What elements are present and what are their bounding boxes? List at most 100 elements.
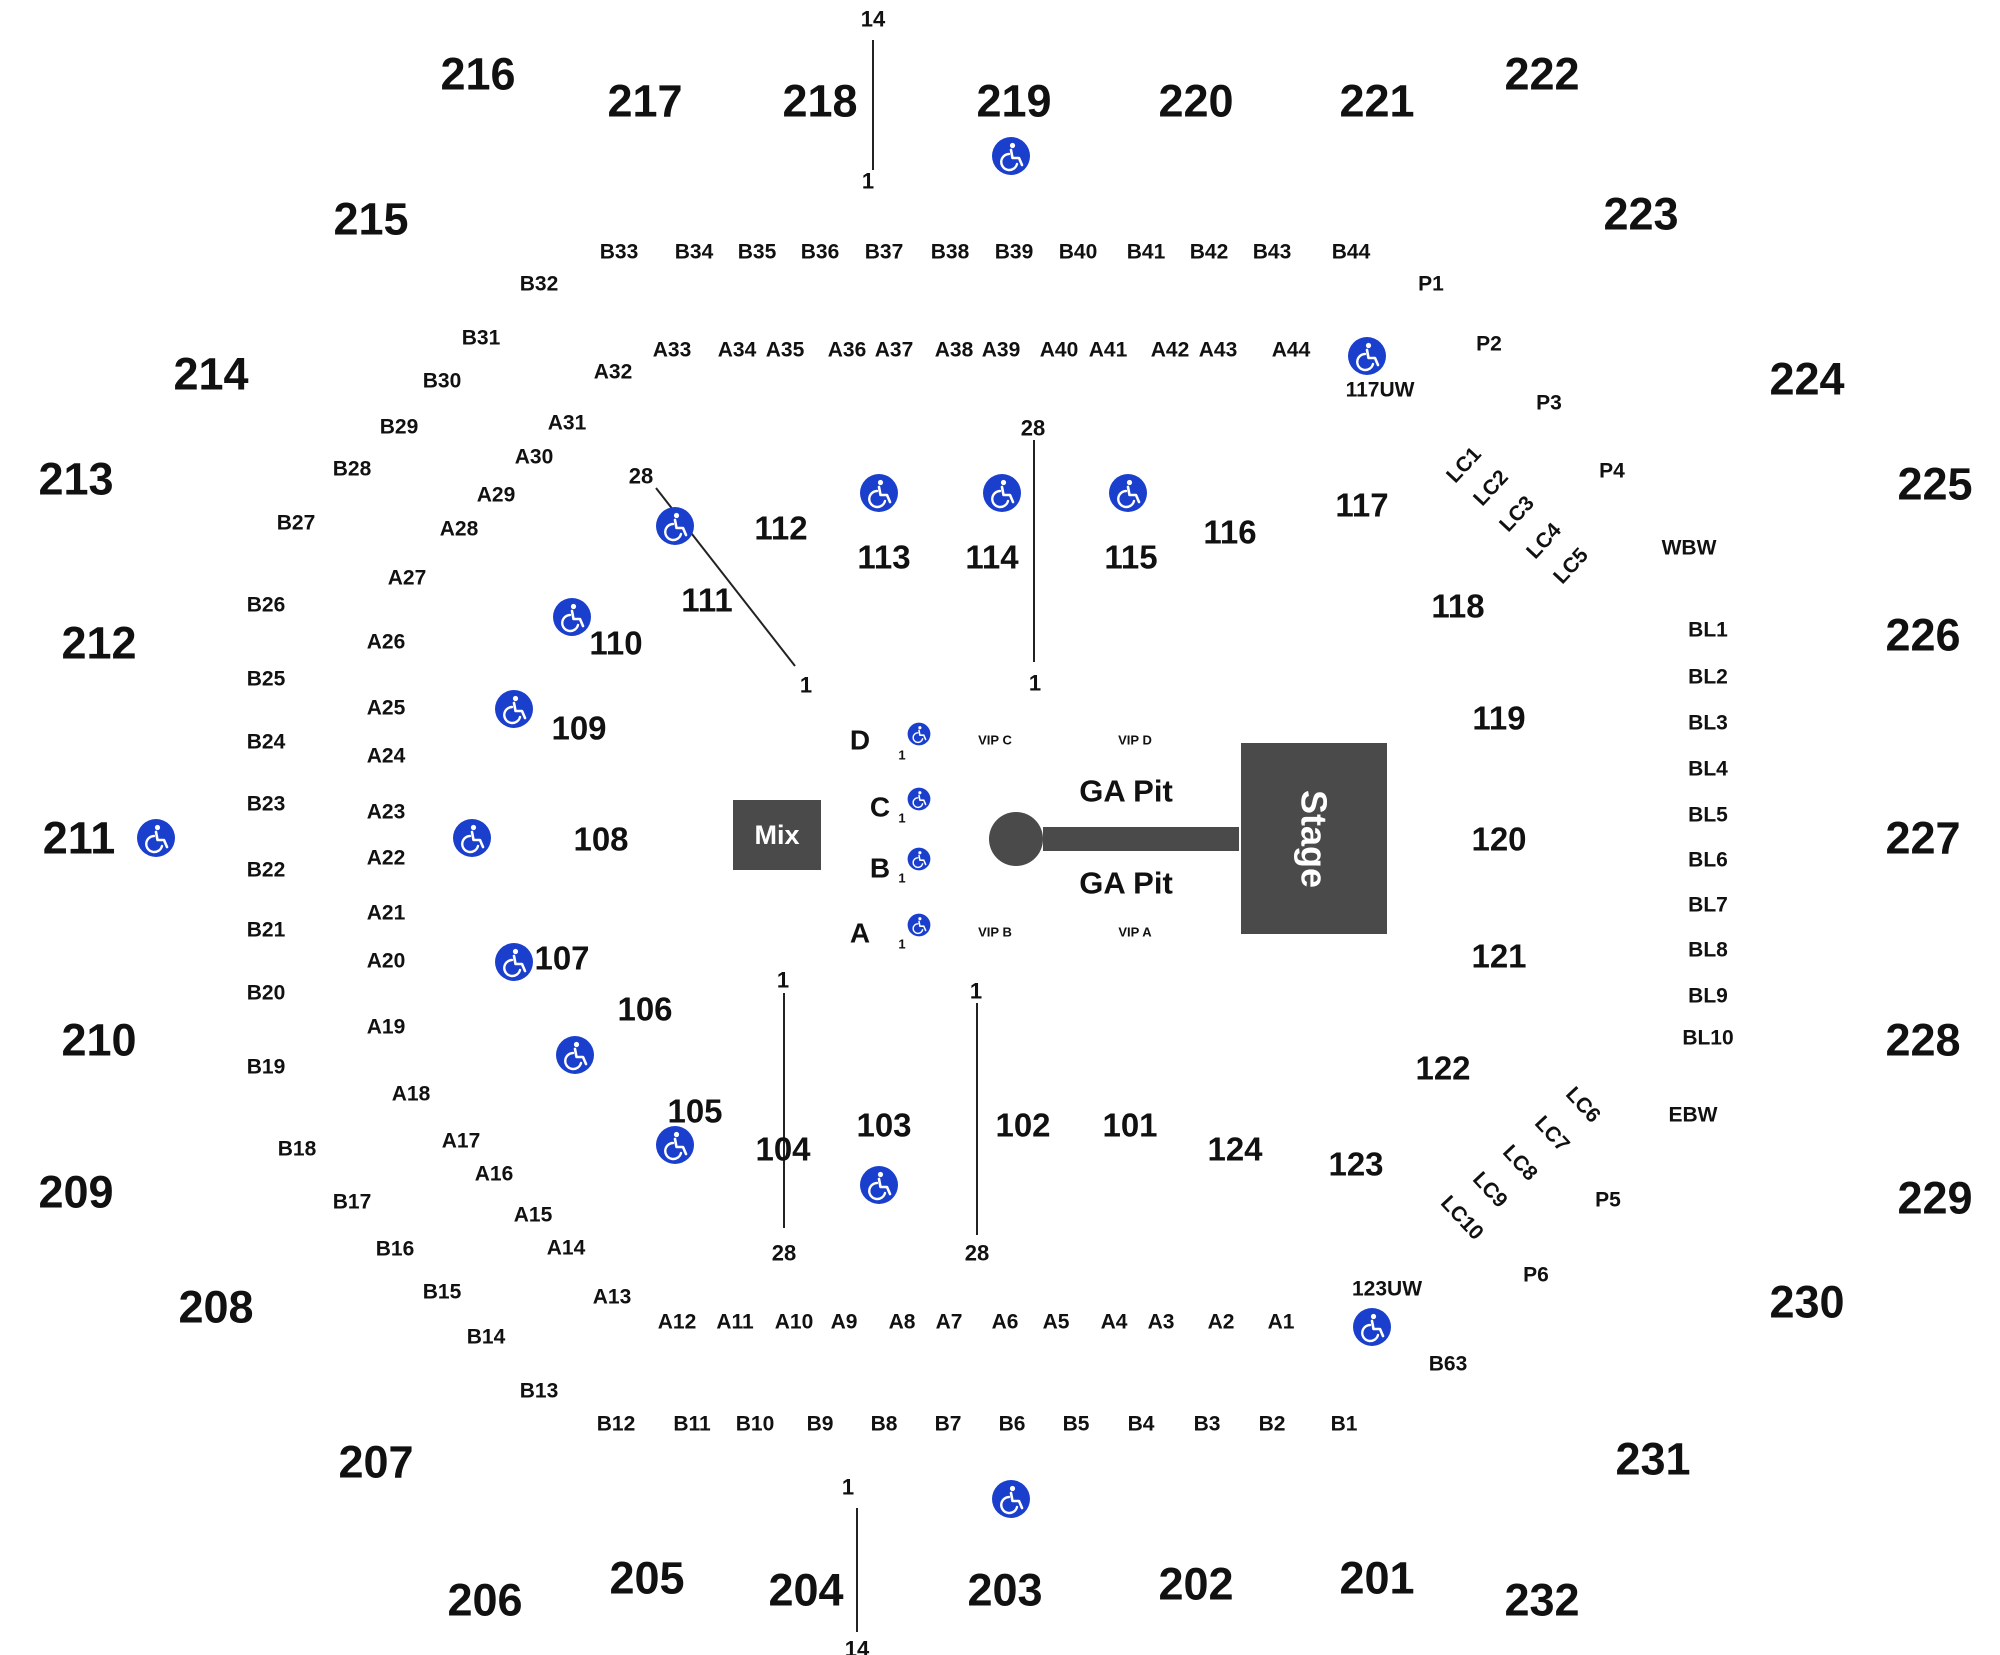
section-upper[interactable]: 230 bbox=[1769, 1277, 1844, 1328]
section-upper[interactable]: 210 bbox=[61, 1015, 136, 1066]
box-a[interactable]: A15 bbox=[514, 1204, 553, 1227]
box-b[interactable]: B13 bbox=[520, 1380, 559, 1403]
box-a[interactable]: A40 bbox=[1040, 339, 1079, 362]
box-bl[interactable]: BL5 bbox=[1688, 804, 1728, 827]
box-b[interactable]: B3 bbox=[1194, 1413, 1221, 1436]
box-a[interactable]: A9 bbox=[831, 1311, 858, 1334]
section-lower[interactable]: 102 bbox=[995, 1107, 1050, 1144]
section-lower[interactable]: 105 bbox=[667, 1093, 722, 1130]
section-upper[interactable]: 229 bbox=[1897, 1173, 1972, 1224]
box-lc[interactable]: LC2 bbox=[1469, 466, 1513, 511]
section-upper[interactable]: 201 bbox=[1339, 1553, 1414, 1604]
box-b[interactable]: B17 bbox=[333, 1191, 372, 1214]
box-b[interactable]: B29 bbox=[380, 416, 419, 439]
floor-row-d[interactable]: D bbox=[850, 725, 870, 756]
box-b[interactable]: B12 bbox=[597, 1413, 636, 1436]
section-upper[interactable]: 216 bbox=[440, 49, 515, 100]
box-a[interactable]: A36 bbox=[828, 339, 867, 362]
box-b[interactable]: B9 bbox=[807, 1413, 834, 1436]
box-b[interactable]: B15 bbox=[423, 1281, 462, 1304]
box-b[interactable]: B2 bbox=[1259, 1413, 1286, 1436]
box-b[interactable]: B32 bbox=[520, 273, 559, 296]
box-b[interactable]: B6 bbox=[999, 1413, 1026, 1436]
box-b[interactable]: B28 bbox=[333, 458, 372, 481]
box-a[interactable]: A18 bbox=[392, 1083, 431, 1106]
section-upper[interactable]: 202 bbox=[1158, 1559, 1233, 1610]
box-b[interactable]: B7 bbox=[935, 1413, 962, 1436]
box-a[interactable]: A41 bbox=[1089, 339, 1128, 362]
box-b[interactable]: B25 bbox=[247, 668, 286, 691]
section-upper[interactable]: 209 bbox=[38, 1167, 113, 1218]
ebw-label[interactable]: EBW bbox=[1669, 1104, 1718, 1127]
box-a[interactable]: A34 bbox=[718, 339, 757, 362]
box-b[interactable]: B4 bbox=[1128, 1413, 1155, 1436]
floor-row-a[interactable]: A bbox=[850, 918, 870, 949]
box-a[interactable]: A1 bbox=[1268, 1311, 1295, 1334]
box-b[interactable]: B22 bbox=[247, 859, 286, 882]
box-a[interactable]: A2 bbox=[1208, 1311, 1235, 1334]
box-a[interactable]: A25 bbox=[367, 697, 406, 720]
box-b[interactable]: B35 bbox=[738, 241, 777, 264]
section-lower[interactable]: 116 bbox=[1203, 514, 1256, 551]
box-a[interactable]: A29 bbox=[477, 484, 516, 507]
box-b[interactable]: B11 bbox=[673, 1413, 711, 1436]
box-b[interactable]: B42 bbox=[1190, 241, 1229, 264]
box-p[interactable]: P6 bbox=[1523, 1264, 1549, 1287]
section-lower[interactable]: 106 bbox=[617, 991, 672, 1028]
box-bl[interactable]: BL4 bbox=[1688, 758, 1728, 781]
box-a[interactable]: A6 bbox=[992, 1311, 1019, 1334]
box-b[interactable]: B18 bbox=[278, 1138, 317, 1161]
box-b[interactable]: B23 bbox=[247, 793, 286, 816]
box-a[interactable]: A44 bbox=[1272, 339, 1311, 362]
box-a[interactable]: A42 bbox=[1151, 339, 1190, 362]
section-lower[interactable]: 101 bbox=[1102, 1107, 1157, 1144]
box-a[interactable]: A23 bbox=[367, 801, 406, 824]
box-bl[interactable]: BL3 bbox=[1688, 712, 1728, 735]
section-upper[interactable]: 206 bbox=[447, 1575, 522, 1626]
floor-row-b[interactable]: B bbox=[870, 853, 890, 884]
box-p[interactable]: P5 bbox=[1595, 1189, 1621, 1212]
section-upper[interactable]: 207 bbox=[338, 1437, 413, 1488]
section-lower[interactable]: 109 bbox=[551, 710, 606, 747]
box-bl[interactable]: BL9 bbox=[1688, 985, 1728, 1008]
section-upper[interactable]: 224 bbox=[1769, 354, 1844, 405]
box-b[interactable]: B10 bbox=[736, 1413, 775, 1436]
section-upper[interactable]: 219 bbox=[976, 76, 1051, 127]
box-lc[interactable]: LC6 bbox=[1561, 1083, 1605, 1128]
section-upper[interactable]: 211 bbox=[43, 813, 116, 864]
box-b[interactable]: B38 bbox=[931, 241, 970, 264]
section-lower[interactable]: 104 bbox=[755, 1131, 811, 1168]
box-a[interactable]: A31 bbox=[548, 412, 587, 435]
box-b[interactable]: B21 bbox=[247, 919, 286, 942]
section-upper[interactable]: 226 bbox=[1885, 610, 1960, 661]
box-a[interactable]: A14 bbox=[547, 1237, 586, 1260]
section-upper[interactable]: 221 bbox=[1339, 76, 1414, 127]
box-bl[interactable]: BL6 bbox=[1688, 849, 1728, 872]
wbw-label[interactable]: WBW bbox=[1662, 537, 1717, 560]
box-a[interactable]: A11 bbox=[716, 1311, 754, 1334]
section-lower[interactable]: 111 bbox=[681, 582, 732, 619]
section-upper[interactable]: 205 bbox=[609, 1553, 684, 1604]
box-b[interactable]: B19 bbox=[247, 1056, 286, 1079]
floor-row-c[interactable]: C bbox=[870, 792, 890, 823]
box-a[interactable]: A10 bbox=[775, 1311, 814, 1334]
section-upper[interactable]: 208 bbox=[178, 1282, 253, 1333]
box-bl[interactable]: BL2 bbox=[1688, 666, 1728, 689]
box-a[interactable]: A32 bbox=[594, 361, 633, 384]
box-lc[interactable]: LC5 bbox=[1549, 543, 1593, 588]
section-upper[interactable]: 212 bbox=[61, 618, 136, 669]
box-a[interactable]: A30 bbox=[515, 446, 554, 469]
section-upper[interactable]: 204 bbox=[768, 1565, 843, 1616]
box-b[interactable]: B5 bbox=[1063, 1413, 1090, 1436]
box-lc[interactable]: LC3 bbox=[1495, 492, 1539, 537]
section-upper[interactable]: 213 bbox=[38, 454, 113, 505]
box-a[interactable]: A27 bbox=[388, 567, 427, 590]
section-lower[interactable]: 103 bbox=[856, 1107, 911, 1144]
section-lower[interactable]: 120 bbox=[1471, 821, 1526, 858]
box-a[interactable]: A17 bbox=[442, 1130, 481, 1153]
box-a[interactable]: A19 bbox=[367, 1016, 406, 1039]
box-p[interactable]: P2 bbox=[1476, 333, 1502, 356]
box-a[interactable]: A21 bbox=[367, 902, 406, 925]
box-b[interactable]: B20 bbox=[247, 982, 286, 1005]
box-a[interactable]: A37 bbox=[875, 339, 914, 362]
